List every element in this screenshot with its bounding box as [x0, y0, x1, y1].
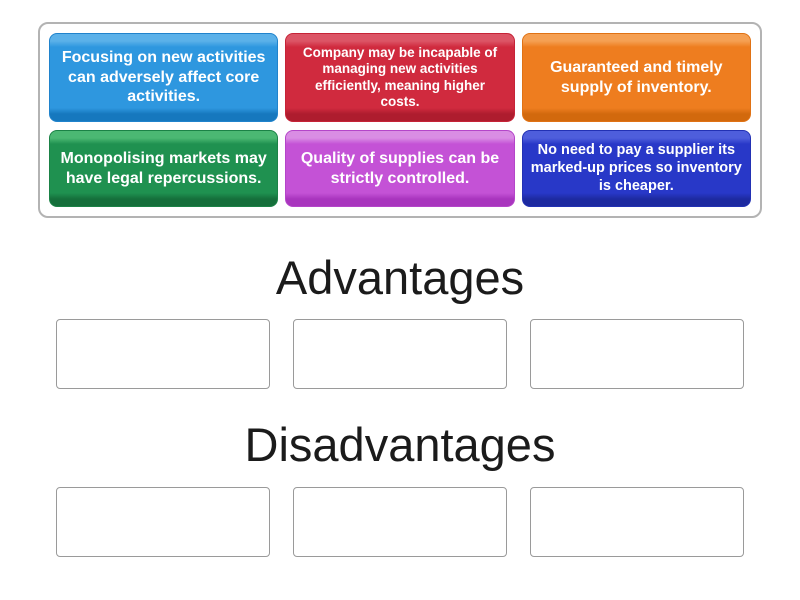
draggable-card[interactable]: Company may be incapable of managing new…: [285, 33, 515, 123]
card-label: Quality of supplies can be strictly cont…: [300, 150, 500, 187]
group-disadvantages-slots: [0, 486, 800, 557]
group-title-advantages: Advantages: [275, 251, 525, 304]
card-label: No need to pay a supplier its marked-up …: [530, 142, 742, 194]
draggable-card[interactable]: Guaranteed and timely supply of inventor…: [521, 33, 751, 123]
drop-slot[interactable]: [56, 486, 270, 557]
draggable-card[interactable]: No need to pay a supplier its marked-up …: [521, 130, 751, 207]
card-label: Company may be incapable of managing new…: [302, 44, 498, 110]
drop-slot[interactable]: [530, 486, 744, 557]
card-label: Monopolising markets may have legal repe…: [60, 150, 267, 187]
group-title-disadvantages: Disadvantages: [244, 418, 556, 472]
group-disadvantages: Disadvantages: [0, 417, 800, 557]
drop-slot[interactable]: [530, 319, 744, 390]
card-label: Guaranteed and timely supply of inventor…: [550, 59, 723, 96]
drop-slot[interactable]: [293, 319, 507, 390]
draggable-card[interactable]: Monopolising markets may have legal repe…: [49, 130, 279, 207]
group-advantages-slots: [0, 319, 800, 390]
card-tray: Focusing on new activities can adversely…: [38, 22, 762, 218]
card-label: Focusing on new activities can adversely…: [61, 49, 266, 106]
group-advantages: Advantages: [0, 250, 800, 390]
drop-slot[interactable]: [293, 486, 507, 557]
draggable-card[interactable]: Quality of supplies can be strictly cont…: [285, 130, 515, 207]
drop-slot[interactable]: [56, 319, 270, 390]
draggable-card[interactable]: Focusing on new activities can adversely…: [49, 33, 279, 123]
